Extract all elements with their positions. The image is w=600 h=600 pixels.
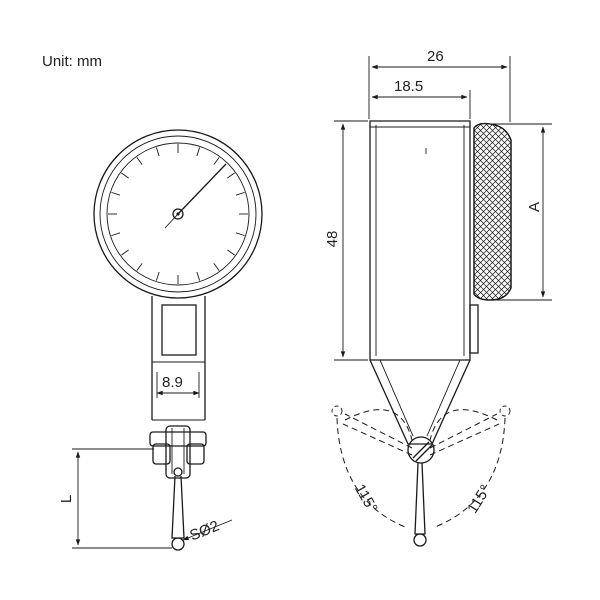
- stem-width-label: 8.9: [162, 374, 183, 391]
- side-view: 115° 115° 26 18.5 48 A: [324, 48, 552, 547]
- stylus-length-dimension: L: [58, 448, 172, 549]
- stylus-swing-range: [331, 405, 511, 528]
- dial-tick: [196, 271, 201, 281]
- unit-label: Unit: mm: [42, 53, 102, 70]
- stylus-clamp: [149, 425, 207, 479]
- dial-tick: [136, 263, 143, 271]
- dial-tick: [111, 232, 121, 237]
- stylus-ball: [171, 537, 185, 551]
- dial-needle-icon: [164, 163, 227, 229]
- stylus-length-label: L: [58, 495, 75, 503]
- body-width-dimension: 18.5: [371, 78, 471, 119]
- dial-face: [106, 142, 250, 286]
- dial-tick: [136, 157, 143, 165]
- dial-tick: [155, 147, 160, 157]
- overall-width-dimension: 26: [368, 48, 511, 122]
- dial-tick: [227, 172, 235, 179]
- ball-diameter-dimension: SØ2: [182, 517, 233, 544]
- dial-scale-ticks: [108, 144, 248, 284]
- dial-bezel-inner: [99, 135, 257, 293]
- side-button: [469, 304, 479, 354]
- dial-tick: [213, 263, 220, 271]
- dial-tick: [213, 157, 220, 165]
- stem-width-dimension: 8.9: [156, 372, 200, 398]
- height-label: 48: [324, 231, 341, 248]
- dial-tick: [155, 271, 160, 281]
- ball-diameter-label: SØ2: [187, 517, 221, 544]
- dial-tick: [196, 147, 201, 157]
- crown-height-dimension: A: [490, 123, 552, 301]
- dial-tick: [227, 249, 235, 256]
- dial-tick: [111, 191, 121, 196]
- dial-tick: [235, 191, 245, 196]
- knurled-crown: [473, 122, 512, 301]
- body-width-label: 18.5: [394, 78, 423, 95]
- dial-tick: [121, 172, 129, 179]
- dial-tick: [235, 232, 245, 237]
- side-stylus-ball: [413, 533, 427, 547]
- overall-width-label: 26: [427, 48, 444, 65]
- indicator-stem: [151, 296, 206, 421]
- pivot-screw: [407, 436, 435, 464]
- dial-bezel-outer: [93, 129, 263, 299]
- height-dimension: 48: [324, 120, 368, 361]
- stylus: [171, 475, 185, 551]
- dial-tick: [121, 249, 129, 256]
- front-view: 8.9 SØ2 L: [58, 129, 263, 551]
- swing-angle-right-label: 115°: [464, 482, 494, 516]
- crown-height-label: A: [526, 202, 543, 212]
